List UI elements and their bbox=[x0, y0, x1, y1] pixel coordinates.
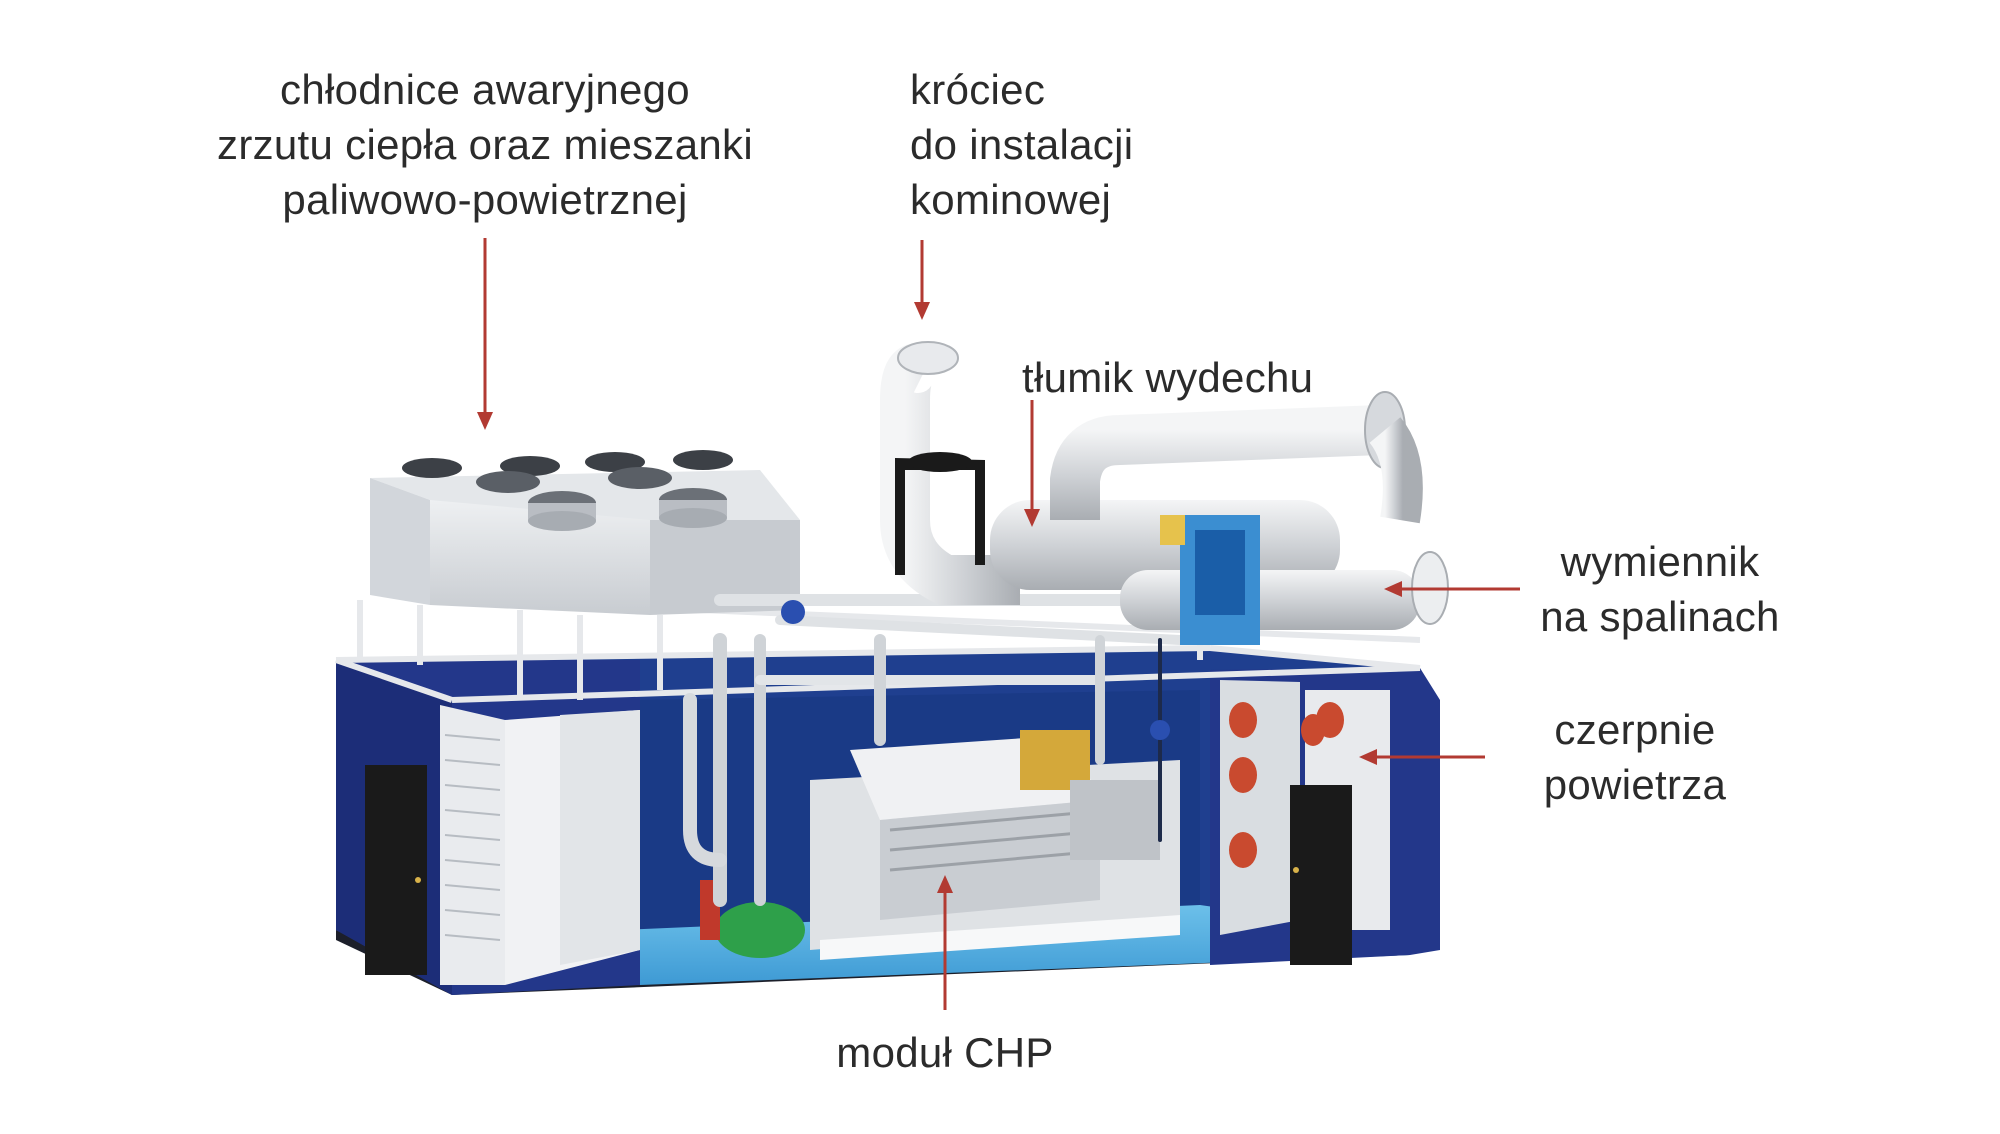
arrow-exhaust-exchanger bbox=[1384, 581, 1520, 597]
label-exhaust-exchanger: wymiennik na spalinach bbox=[1505, 534, 1815, 644]
roof-coolers bbox=[370, 450, 800, 615]
label-exhaust-exchanger-line-2: na spalinach bbox=[1540, 593, 1780, 640]
label-air-intakes: czerpnie powietrza bbox=[1490, 702, 1780, 812]
label-silencer: tłumik wydechu bbox=[1022, 350, 1422, 405]
label-stack-connector-line-3: kominowej bbox=[910, 176, 1112, 223]
container-left-wall bbox=[336, 660, 640, 995]
arrow-silencer bbox=[1024, 400, 1040, 527]
label-stack-connector-line-1: króciec bbox=[910, 66, 1046, 113]
label-air-intakes-line-2: powietrza bbox=[1543, 761, 1727, 808]
cooler-fans bbox=[402, 450, 733, 531]
air-intake-openings bbox=[1229, 702, 1344, 868]
callout-arrows bbox=[477, 238, 1520, 1010]
label-chp-module-text: moduł CHP bbox=[836, 1029, 1054, 1076]
valve-icon bbox=[781, 600, 805, 624]
label-coolers-line-2: zrzutu ciepła oraz mieszanki bbox=[217, 121, 753, 168]
label-stack-connector: króciec do instalacji kominowej bbox=[910, 62, 1230, 227]
arrow-chp-module bbox=[937, 875, 953, 1010]
chp-engine bbox=[700, 730, 1180, 960]
right-door bbox=[1290, 785, 1352, 965]
arrow-stack-connector bbox=[914, 240, 930, 320]
left-door bbox=[365, 765, 427, 975]
label-stack-connector-line-2: do instalacji bbox=[910, 121, 1134, 168]
label-coolers: chłodnice awaryjnego zrzutu ciepła oraz … bbox=[150, 62, 820, 227]
label-coolers-line-1: chłodnice awaryjnego bbox=[280, 66, 690, 113]
label-exhaust-exchanger-line-1: wymiennik bbox=[1560, 538, 1760, 585]
container-right-wall bbox=[1210, 668, 1440, 965]
label-chp-module: moduł CHP bbox=[780, 1025, 1110, 1080]
arrow-air-intakes bbox=[1359, 749, 1485, 765]
label-air-intakes-line-1: czerpnie bbox=[1554, 706, 1716, 753]
label-silencer-text: tłumik wydechu bbox=[1022, 354, 1314, 401]
exhaust-system bbox=[880, 341, 1449, 645]
arrow-coolers bbox=[477, 238, 493, 430]
label-coolers-line-3: paliwowo-powietrznej bbox=[282, 176, 688, 223]
